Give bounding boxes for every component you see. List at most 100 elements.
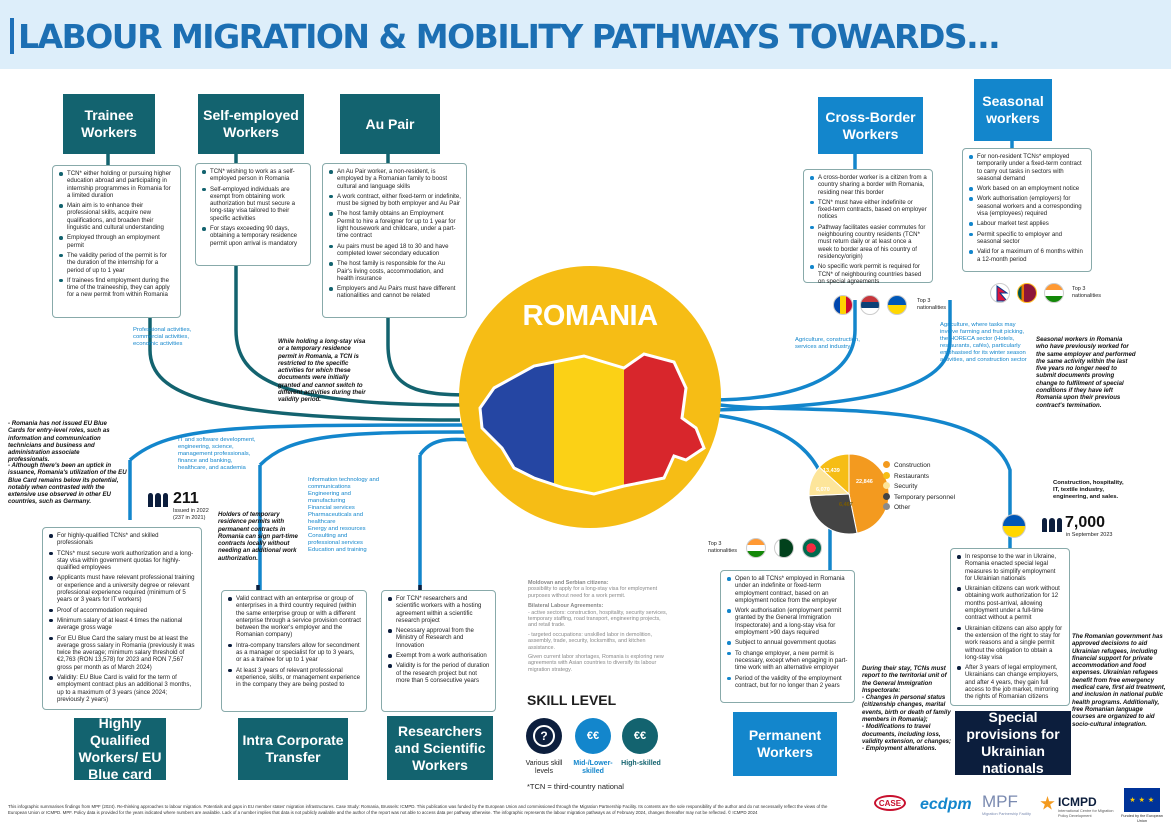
- ict-box: Valid contract with an enterprise or gro…: [221, 590, 367, 712]
- list-item: Necessary approval from the Ministry of …: [387, 627, 490, 649]
- list-item: Exempt from a work authorisation: [387, 652, 490, 659]
- euro-coins-icon: €€: [622, 718, 658, 754]
- list-item: TCNs* must secure work authorization and…: [48, 550, 196, 572]
- list-item: At least 3 years of relevant professiona…: [227, 667, 361, 689]
- legend-item: Other: [883, 503, 955, 514]
- crossborder-header: Cross-Border Workers: [818, 97, 923, 154]
- list-item: TCN* wishing to work as a self-employed …: [201, 168, 305, 183]
- srilanka-flag-icon: [1017, 283, 1037, 303]
- aupair-title: Au Pair: [365, 115, 415, 132]
- list-item: For EU Blue Card the salary must be at l…: [48, 635, 196, 671]
- bluecard-list: For highly-qualified TCNs* and skilled p…: [48, 532, 196, 703]
- list-item: Au pairs must be aged 18 to 30 and have …: [328, 243, 461, 258]
- moldova-heading: Moldovan and Serbian citizens:: [528, 580, 609, 586]
- title-bar: LABOUR MIGRATION & MOBILITY PATHWAYS TOW…: [0, 0, 1171, 69]
- bluecard-stat: 211: [173, 490, 199, 507]
- list-item: Intra-company transfers allow for second…: [227, 642, 361, 664]
- legend-label: Construction: [894, 462, 931, 469]
- trainee-box: TCN* either holding or pursuing higher e…: [52, 165, 181, 318]
- list-item: In response to the war in Ukraine, Roman…: [956, 553, 1064, 582]
- legend-label: Other: [894, 504, 911, 511]
- ukraine-flag-icon: [1002, 514, 1026, 538]
- eu-funding-label: Funded by the European Union: [1121, 814, 1163, 823]
- list-item: If trainees find employment during the t…: [58, 277, 175, 299]
- pie-label: 6,467: [839, 502, 853, 508]
- seasonal-box: For non-resident TCNs* employed temporar…: [962, 148, 1092, 272]
- list-item: Employers and Au Pairs must have differe…: [328, 285, 461, 300]
- title-accent: [10, 18, 14, 54]
- list-item: Validity: EU Blue Card is valid for the …: [48, 674, 196, 703]
- crossborder-list: A cross-border worker is a citizen from …: [809, 174, 927, 285]
- skill-icon-glyph: €€: [633, 730, 647, 742]
- list-item: A cross-border worker is a citizen from …: [809, 174, 927, 196]
- list-item: For stays exceeding 90 days, obtaining a…: [201, 225, 305, 247]
- ict-sectors: Information technology and communication…: [308, 477, 380, 554]
- ukraine-header: Special provisions for Ukrainian nationa…: [955, 709, 1071, 776]
- legend-label: Security: [894, 483, 918, 490]
- crossborder-sectors: Agriculture, construction, services and …: [795, 337, 860, 350]
- ukraine-title: Special provisions for Ukrainian nationa…: [966, 709, 1060, 776]
- list-item: Labour market test applies: [968, 220, 1086, 227]
- list-item: Ukrainian citizens can also apply for th…: [956, 625, 1064, 661]
- ict-title: Intra Corporate Transfer: [242, 732, 344, 765]
- bluecard-title: Highly Qualified Workers/ EU Blue card: [78, 715, 162, 782]
- crossborder-box: A cross-border worker is a citizen from …: [803, 169, 933, 285]
- nepal-flag-icon: [990, 283, 1010, 303]
- crossborder-top3: Top 3 nationalities: [917, 298, 947, 311]
- ukraine-box: In response to the war in Ukraine, Roman…: [950, 548, 1070, 706]
- researchers-box: For TCN* researchers and scientific work…: [381, 590, 496, 712]
- bluecard-note-2: - Although there's been an uptick in iss…: [8, 462, 127, 506]
- permanent-list: Open to all TCNs* employed in Romania un…: [726, 575, 849, 689]
- pie-label: 13,439: [823, 468, 840, 474]
- euro-coins-icon: €€: [575, 718, 611, 754]
- permanent-side-item: - Employment alterations.: [862, 745, 937, 753]
- country-title: ROMANIA: [522, 300, 658, 332]
- romania-map: [478, 352, 706, 496]
- selfemp-header: Self-employed Workers: [198, 94, 304, 154]
- page-title: LABOUR MIGRATION & MOBILITY PATHWAYS TOW…: [18, 17, 1001, 56]
- researchers-list: For TCN* researchers and scientific work…: [387, 595, 490, 684]
- skill-icon-glyph: €€: [586, 730, 600, 742]
- list-item: Main aim is to enhance their professiona…: [58, 202, 175, 231]
- selfemp-title: Self-employed Workers: [203, 107, 299, 140]
- list-item: Ukrainian citizens can work without obta…: [956, 585, 1064, 621]
- bluecard-stat-label: Issued in 2022 (237 in 2021): [173, 508, 209, 521]
- list-item: Minimum salary of at least 4 times the n…: [48, 617, 196, 632]
- bluecard-header: Highly Qualified Workers/ EU Blue card: [74, 715, 166, 782]
- list-item: For TCN* researchers and scientific work…: [387, 595, 490, 624]
- list-item: Pathway facilitates easier commutes for …: [809, 224, 927, 260]
- pakistan-flag-icon: [774, 538, 794, 558]
- ukraine-sectors: Construction, hospitality, IT, textile i…: [1053, 480, 1124, 500]
- pie-legend: Construction Restaurants Security Tempor…: [883, 461, 955, 514]
- list-item: A work contract, either fixed-term or in…: [328, 193, 461, 208]
- workers-icon: [148, 493, 168, 507]
- longstay-note: While holding a long-stay visa or a temp…: [278, 338, 366, 404]
- list-item: Proof of accommodation required: [48, 607, 196, 614]
- bilateral-asia: Given current labor shortages, Romania i…: [528, 654, 664, 673]
- list-item: Open to all TCNs* employed in Romania un…: [726, 575, 849, 604]
- ict-sector-item: Engineering and manufacturing: [308, 491, 351, 504]
- skill-label: Mid-/Lower-skilled: [573, 760, 613, 775]
- seasonal-list: For non-resident TCNs* employed temporar…: [968, 153, 1086, 263]
- ukraine-stat: 7,000: [1065, 514, 1106, 531]
- legend-dot: [883, 461, 890, 468]
- ict-note: Holders of temporary residence permits w…: [218, 511, 298, 562]
- pie-slice: [808, 493, 858, 535]
- list-item: Validity is for the period of duration o…: [387, 662, 490, 684]
- legend-dot: [883, 482, 890, 489]
- list-item: No specific work permit is required for …: [809, 263, 927, 285]
- seasonal-sectors: Agriculture, where tasks may involve far…: [940, 322, 1027, 363]
- mpf-logo-subtitle: Migration Partnership Facility: [982, 812, 1031, 816]
- ukraine-stat-label: in September 2023: [1066, 532, 1113, 538]
- pie-slice: [848, 453, 890, 534]
- trainee-sectors: Professional activities, commercial acti…: [133, 327, 192, 347]
- ukraine-flag-icon: [887, 295, 907, 315]
- list-item: TCN* either holding or pursuing higher e…: [58, 170, 175, 199]
- legend-dot: [883, 471, 890, 479]
- ecdpm-logo: ecdpm: [920, 796, 972, 813]
- workers-icon: [1042, 518, 1062, 532]
- list-item: Applicants must have relevant profession…: [48, 574, 196, 603]
- permanent-side-item: - Modifications to travel documents, inc…: [862, 723, 952, 745]
